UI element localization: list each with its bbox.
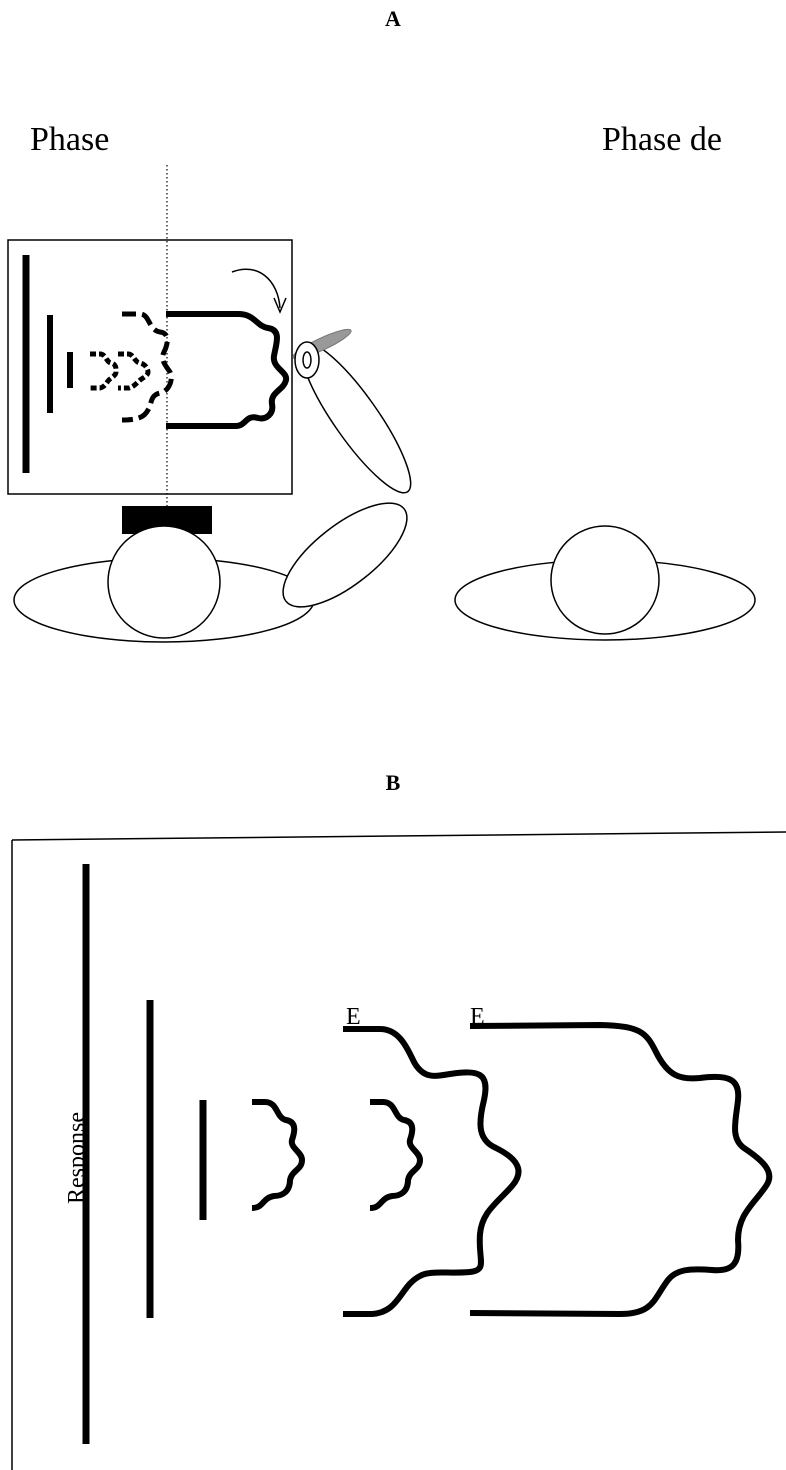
curved-arrow [231,268,281,309]
small-bracket-right [369,1099,423,1211]
tiny-bracket-right [118,351,151,391]
panel-a-label: A [385,6,401,31]
contour-label-1: E [346,1004,361,1030]
phase-right-label: Phase de [602,121,722,158]
panel-b-frame-top [11,831,786,841]
forearm [282,502,408,608]
hand-ring-inner [302,351,312,369]
hand-ring [294,341,320,379]
head-left [107,525,221,639]
panel-b-label: B [386,770,401,795]
curved-arrowhead [273,297,287,314]
phase-left-label: Phase [30,121,109,158]
large-wavy-bracket [469,1022,773,1317]
small-bracket-left [251,1099,305,1211]
large-bracket [166,311,290,429]
medium-wavy-bracket [343,1026,522,1317]
monitor-frame [7,239,293,495]
medium-bracket [121,311,174,423]
tiny-bracket-left [90,351,119,391]
head-right [550,525,660,635]
response-axis-label: Response [64,1112,90,1204]
